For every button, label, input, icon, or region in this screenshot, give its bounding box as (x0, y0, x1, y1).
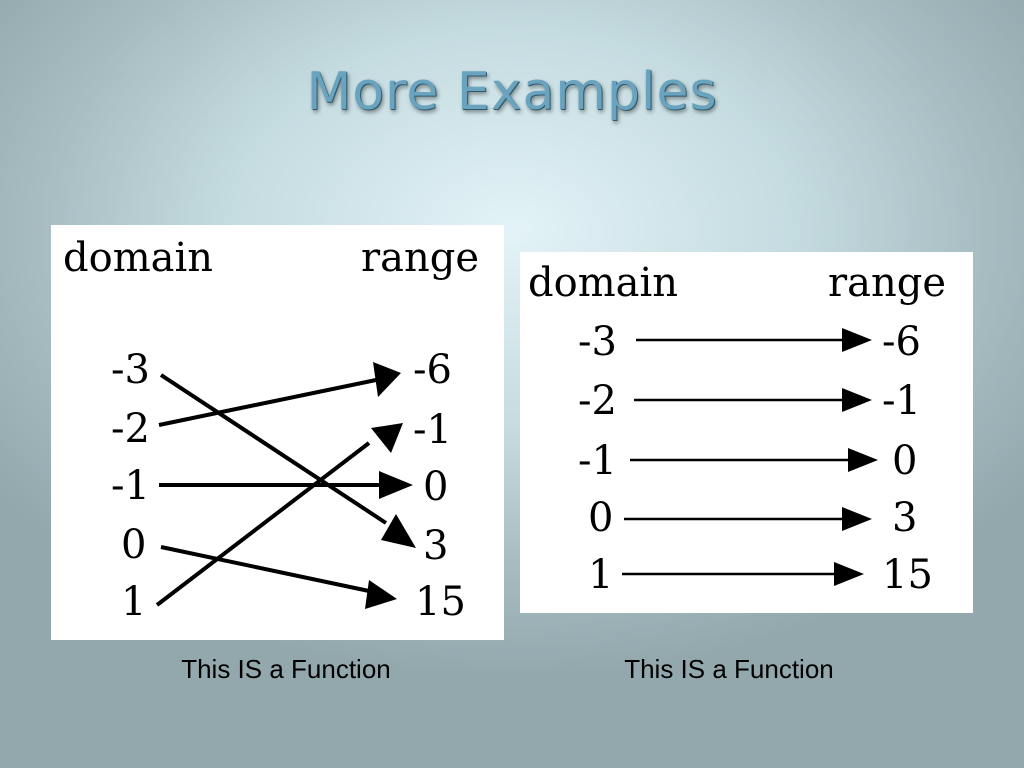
range-header: range (828, 260, 946, 306)
mapping-arrow (158, 378, 377, 427)
domain-value: -1 (578, 438, 617, 484)
domain-value: 0 (588, 495, 613, 541)
arrowhead-icon (842, 328, 872, 352)
domain-value: 1 (121, 579, 146, 625)
arrowhead-icon (373, 362, 401, 397)
arrowhead-icon (381, 514, 416, 548)
domain-value: -1 (111, 463, 150, 509)
arrowhead-icon (834, 562, 864, 586)
domain-value: 0 (121, 522, 146, 568)
mapping-diagram-svg: domain range -3 -2 -1 0 1 -6 -1 0 3 15 (63, 235, 479, 625)
range-value: 3 (892, 495, 917, 541)
arrowhead-icon (379, 471, 413, 499)
arrowhead-icon (842, 388, 872, 412)
domain-value: -2 (578, 378, 617, 424)
range-value: 0 (892, 438, 917, 484)
arrowhead-icon (365, 580, 397, 609)
mapping-diagram-svg: domain range -3 -2 -1 0 1 -6 -1 0 3 15 (528, 260, 946, 598)
range-value: -1 (413, 407, 452, 453)
range-value: 3 (423, 523, 448, 569)
mapping-arrow (159, 373, 388, 525)
domain-value: -2 (111, 406, 150, 452)
domain-header: domain (63, 235, 213, 281)
caption-right: This IS a Function (624, 654, 834, 684)
domain-value: -3 (111, 347, 150, 393)
arrowhead-icon (848, 448, 878, 472)
range-value: 0 (423, 464, 448, 510)
mapping-diagram-crossed: domain range -3 -2 -1 0 1 -6 -1 0 3 15 (51, 225, 504, 640)
caption-left: This IS a Function (181, 654, 391, 684)
mapping-arrow (155, 441, 371, 607)
arrowhead-icon (842, 507, 872, 531)
domain-value: 1 (588, 552, 613, 598)
arrowhead-icon (371, 423, 403, 453)
mapping-diagram-parallel: domain range -3 -2 -1 0 1 -6 -1 0 3 15 (520, 252, 973, 613)
range-value: -1 (882, 378, 921, 424)
range-value: -6 (413, 347, 452, 393)
range-value: 15 (415, 579, 466, 625)
range-header: range (361, 235, 479, 281)
mapping-arrow (160, 545, 370, 593)
domain-header: domain (528, 260, 678, 306)
domain-value: -3 (578, 319, 617, 365)
slide-title: More Examples (306, 62, 718, 122)
range-value: -6 (882, 319, 921, 365)
range-value: 15 (882, 552, 933, 598)
